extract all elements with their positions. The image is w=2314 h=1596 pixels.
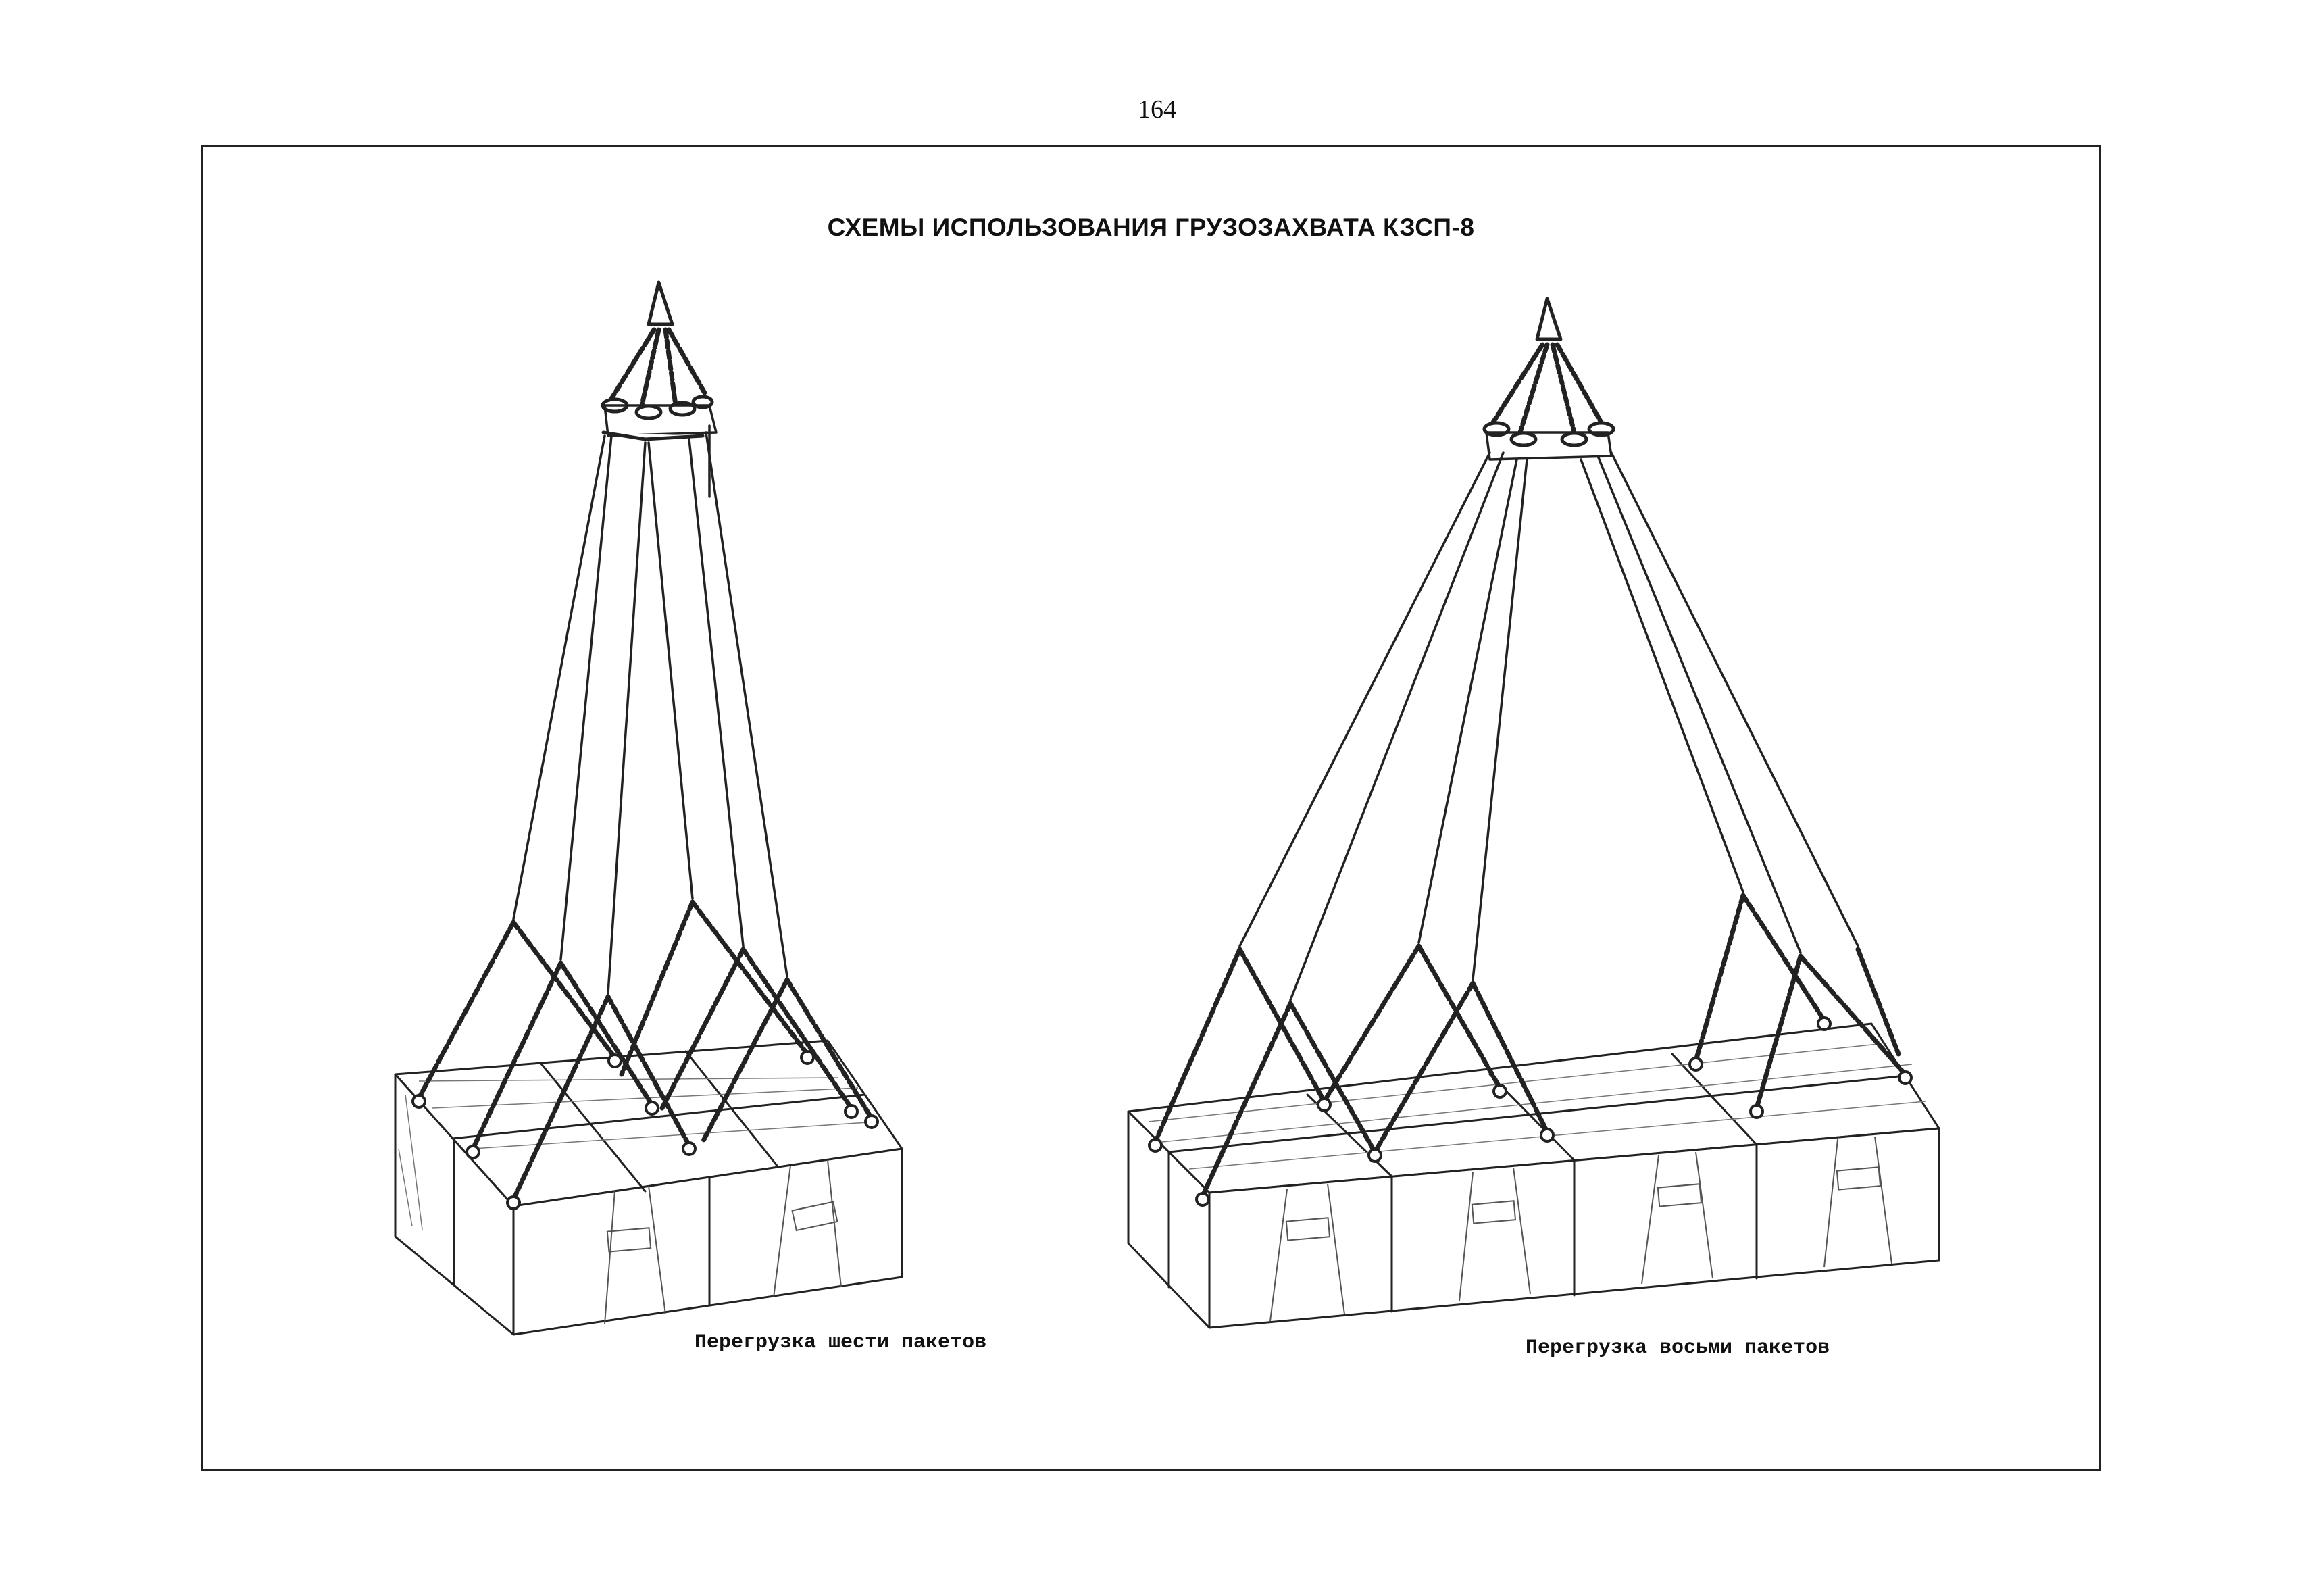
page-title: СХЕМЫ ИСПОЛЬЗОВАНИЯ ГРУЗОЗАХВАТА КЗСП-8 [827,214,1475,241]
page-frame [201,145,2101,1471]
six-packages-lower-chains [416,899,874,1202]
six-packages-ropes [512,424,788,995]
figure-eight-packages-illustration [1127,297,1940,1329]
caption-eight-packages: Перегрузка восьми пакетов [1526,1337,1830,1360]
eight-packages-ropes [1238,451,1859,1001]
eight-packages-stack [1127,1022,1940,1329]
six-packages-sling-head [601,280,718,441]
six-packages-hooks [411,1050,879,1210]
eight-packages-hooks [1148,1016,1913,1207]
eight-packages-sling-head [1482,297,1615,461]
caption-six-packages: Перегрузка шести пакетов [695,1331,987,1354]
six-packages-stack [394,1039,903,1336]
eight-packages-lower-chains [1153,893,1908,1199]
figure-six-packages-illustration [394,280,903,1336]
page-number: 164 [1138,95,1176,124]
